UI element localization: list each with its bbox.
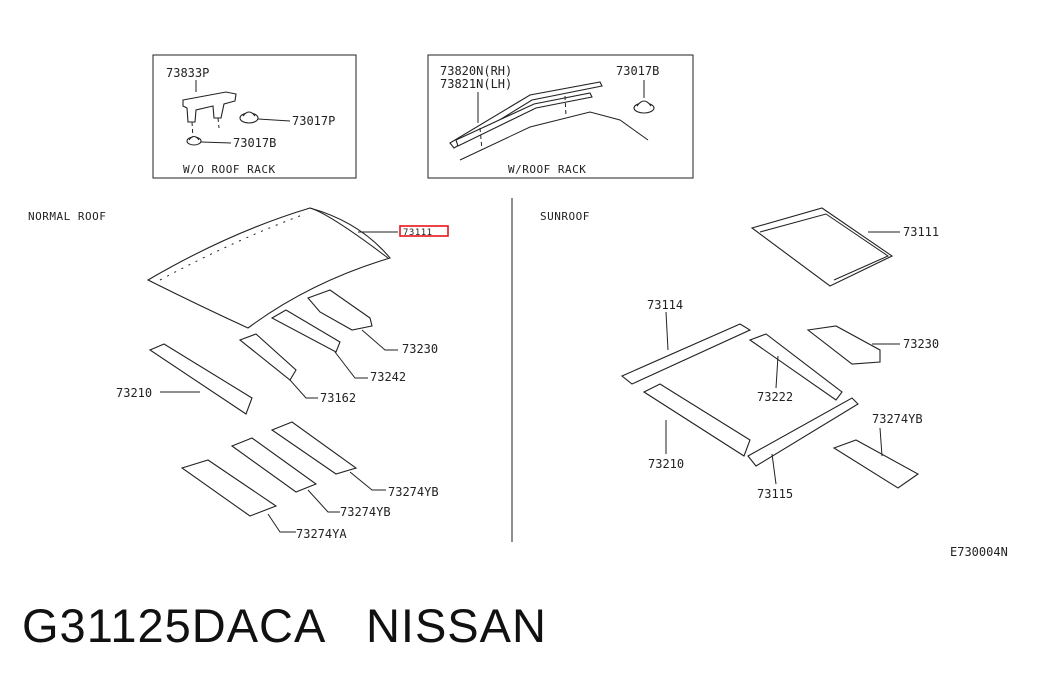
sunroof-section: SUNROOF 73111 73114 73230 73222 73210 73… bbox=[540, 207, 939, 501]
highlight-73111[interactable] bbox=[399, 225, 449, 237]
sunroof-panel-73111 bbox=[750, 207, 894, 287]
part-label-73821n[interactable]: 73821N(LH) bbox=[440, 77, 512, 91]
part-label-73242[interactable]: 73242 bbox=[370, 370, 406, 384]
bracket-73230-sunroof bbox=[806, 325, 881, 365]
part-label-73210-sunroof[interactable]: 73210 bbox=[648, 457, 684, 471]
part-label-73111-normal[interactable]: 73111 bbox=[403, 228, 433, 238]
part-label-73115[interactable]: 73115 bbox=[757, 487, 793, 501]
normal-roof-section: NORMAL ROOF 73111 73230 73242 73162 7321… bbox=[28, 207, 449, 541]
part-label-73230-sunroof[interactable]: 73230 bbox=[903, 337, 939, 351]
diagram-code: E730004N bbox=[950, 545, 1008, 559]
part-label-73162[interactable]: 73162 bbox=[320, 391, 356, 405]
rail-73115 bbox=[747, 397, 859, 467]
part-label-73820n[interactable]: 73820N(RH) bbox=[440, 64, 512, 78]
inset-with-roof-rack: 73820N(RH) 73821N(LH) 73017B W/ROOF RACK bbox=[427, 54, 694, 179]
rear-rail-73114 bbox=[620, 323, 752, 385]
part-label-73017b-left[interactable]: 73017B bbox=[233, 136, 276, 150]
caption-without-roof-rack: W/O ROOF RACK bbox=[183, 163, 276, 176]
part-label-73833p[interactable]: 73833P bbox=[166, 66, 209, 80]
part-label-73274yb-sunroof[interactable]: 73274YB bbox=[872, 412, 923, 426]
footer-part-number: G31125DACA NISSAN bbox=[22, 598, 547, 653]
front-rail-73210-normal bbox=[148, 343, 253, 415]
roof-rail bbox=[449, 81, 603, 149]
part-label-73017b-right[interactable]: 73017B bbox=[616, 64, 659, 78]
part-label-73274ya[interactable]: 73274YA bbox=[296, 527, 347, 541]
inset-without-roof-rack: 73833P 73017P 73017B W/O ROOF RACK bbox=[152, 54, 357, 179]
front-rail-73210-sunroof bbox=[642, 383, 751, 457]
bracket-73230-normal bbox=[307, 289, 373, 331]
bracket-73833p bbox=[182, 91, 237, 123]
roof-rail-73162 bbox=[238, 333, 297, 381]
pad-73274ya bbox=[180, 459, 278, 517]
part-label-73274yb-1[interactable]: 73274YB bbox=[388, 485, 439, 499]
part-number: G31125DACA bbox=[22, 599, 324, 652]
part-label-73222[interactable]: 73222 bbox=[757, 390, 793, 404]
part-label-73210-normal[interactable]: 73210 bbox=[116, 386, 152, 400]
pad-73274yb-sunroof bbox=[832, 439, 920, 489]
sunroof-frame-73222 bbox=[748, 333, 843, 401]
brand-name: NISSAN bbox=[365, 599, 547, 652]
roof-panel-73111 bbox=[146, 207, 391, 329]
part-label-73111-sunroof[interactable]: 73111 bbox=[903, 225, 939, 239]
sunroof-title: SUNROOF bbox=[540, 210, 590, 223]
part-label-73114[interactable]: 73114 bbox=[647, 298, 683, 312]
caption-with-roof-rack: W/ROOF RACK bbox=[508, 163, 586, 176]
part-label-73017p[interactable]: 73017P bbox=[292, 114, 335, 128]
pad-73274yb-1 bbox=[270, 421, 358, 475]
pad-73274yb-2 bbox=[230, 437, 318, 493]
part-label-73230-normal[interactable]: 73230 bbox=[402, 342, 438, 356]
part-label-73274yb-2[interactable]: 73274YB bbox=[340, 505, 391, 519]
roof-bow-73242 bbox=[270, 309, 341, 353]
normal-roof-title: NORMAL ROOF bbox=[28, 210, 106, 223]
